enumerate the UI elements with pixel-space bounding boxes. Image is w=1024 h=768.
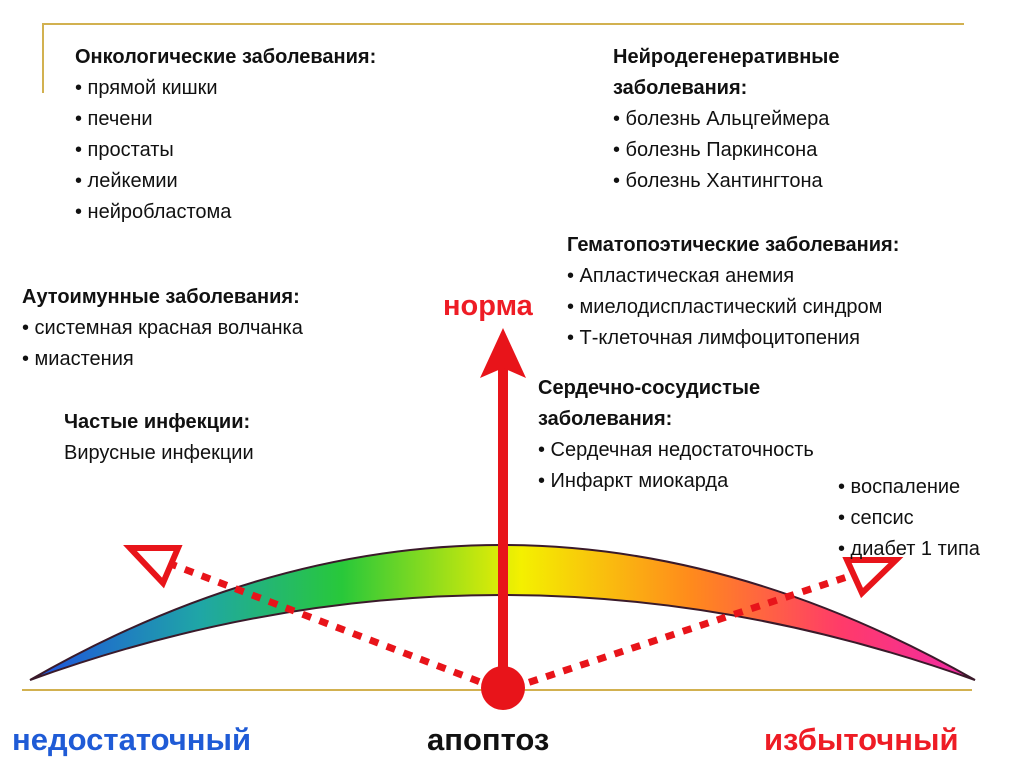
list-item: • воспаление bbox=[838, 476, 961, 498]
gradient-arc bbox=[29, 544, 976, 681]
list-item: • печени bbox=[75, 108, 153, 130]
hemato-title: Гематопоэтические заболевания: bbox=[567, 234, 900, 256]
hemato-block: Гематопоэтические заболевания: • Апласти… bbox=[567, 230, 899, 354]
neuro-block: Нейродегенеративные заболевания: • болез… bbox=[613, 42, 840, 197]
list-item: • диабет 1 типа bbox=[838, 538, 980, 560]
norma-label: норма bbox=[443, 290, 533, 322]
list-item: • простаты bbox=[75, 139, 174, 161]
list-item: • Инфаркт миокарда bbox=[538, 470, 729, 492]
insufficient-label: недостаточный bbox=[12, 722, 252, 757]
list-item: • миастения bbox=[22, 348, 134, 370]
list-item: • Сердечная недостаточность bbox=[538, 439, 814, 461]
neuro-title-line2: заболевания: bbox=[613, 77, 748, 99]
infections-block: Частые инфекции: Вирусные инфекции bbox=[64, 407, 254, 469]
oncology-title: Онкологические заболевания: bbox=[75, 46, 377, 68]
apoptosis-label: апоптоз bbox=[427, 722, 550, 757]
autoimmune-block: Аутоимунные заболевания: • системная кра… bbox=[22, 282, 303, 375]
norma-arrow-head bbox=[480, 328, 526, 378]
cardio-title-line1: Сердечно-сосудистые bbox=[538, 377, 761, 399]
infections-text: Вирусные инфекции bbox=[64, 442, 254, 464]
frame-left-line bbox=[42, 23, 44, 93]
list-item: • болезнь Паркинсона bbox=[613, 139, 818, 161]
list-item: • сепсис bbox=[838, 507, 914, 529]
norma-arrow-shaft bbox=[498, 365, 508, 690]
excessive-label: избыточный bbox=[764, 722, 959, 757]
list-item: • Т-клеточная лимфоцитопения bbox=[567, 327, 860, 349]
dashed-arrow-left-head bbox=[123, 545, 183, 589]
list-item: • миелодиспластический синдром bbox=[567, 296, 883, 318]
cardio-title-line2: заболевания: bbox=[538, 408, 673, 430]
neuro-title-line1: Нейродегенеративные bbox=[613, 46, 840, 68]
list-item: • болезнь Хантингтона bbox=[613, 170, 823, 192]
frame-top-line bbox=[42, 23, 964, 25]
list-item: • системная красная волчанка bbox=[22, 317, 303, 339]
list-item: • болезнь Альцгеймера bbox=[613, 108, 830, 130]
autoimmune-title: Аутоимунные заболевания: bbox=[22, 286, 300, 308]
inflammation-block: • воспаление • сепсис • диабет 1 типа bbox=[838, 472, 980, 565]
list-item: • Апластическая анемия bbox=[567, 265, 795, 287]
list-item: • нейробластома bbox=[75, 201, 232, 223]
list-item: • лейкемии bbox=[75, 170, 178, 192]
apoptosis-point bbox=[481, 666, 525, 710]
infections-title: Частые инфекции: bbox=[64, 411, 251, 433]
oncology-block: Онкологические заболевания: • прямой киш… bbox=[75, 42, 376, 228]
cardio-block: Сердечно-сосудистые заболевания: • Серде… bbox=[538, 373, 814, 497]
dashed-arrow-right-head bbox=[842, 557, 904, 599]
list-item: • прямой кишки bbox=[75, 77, 218, 99]
